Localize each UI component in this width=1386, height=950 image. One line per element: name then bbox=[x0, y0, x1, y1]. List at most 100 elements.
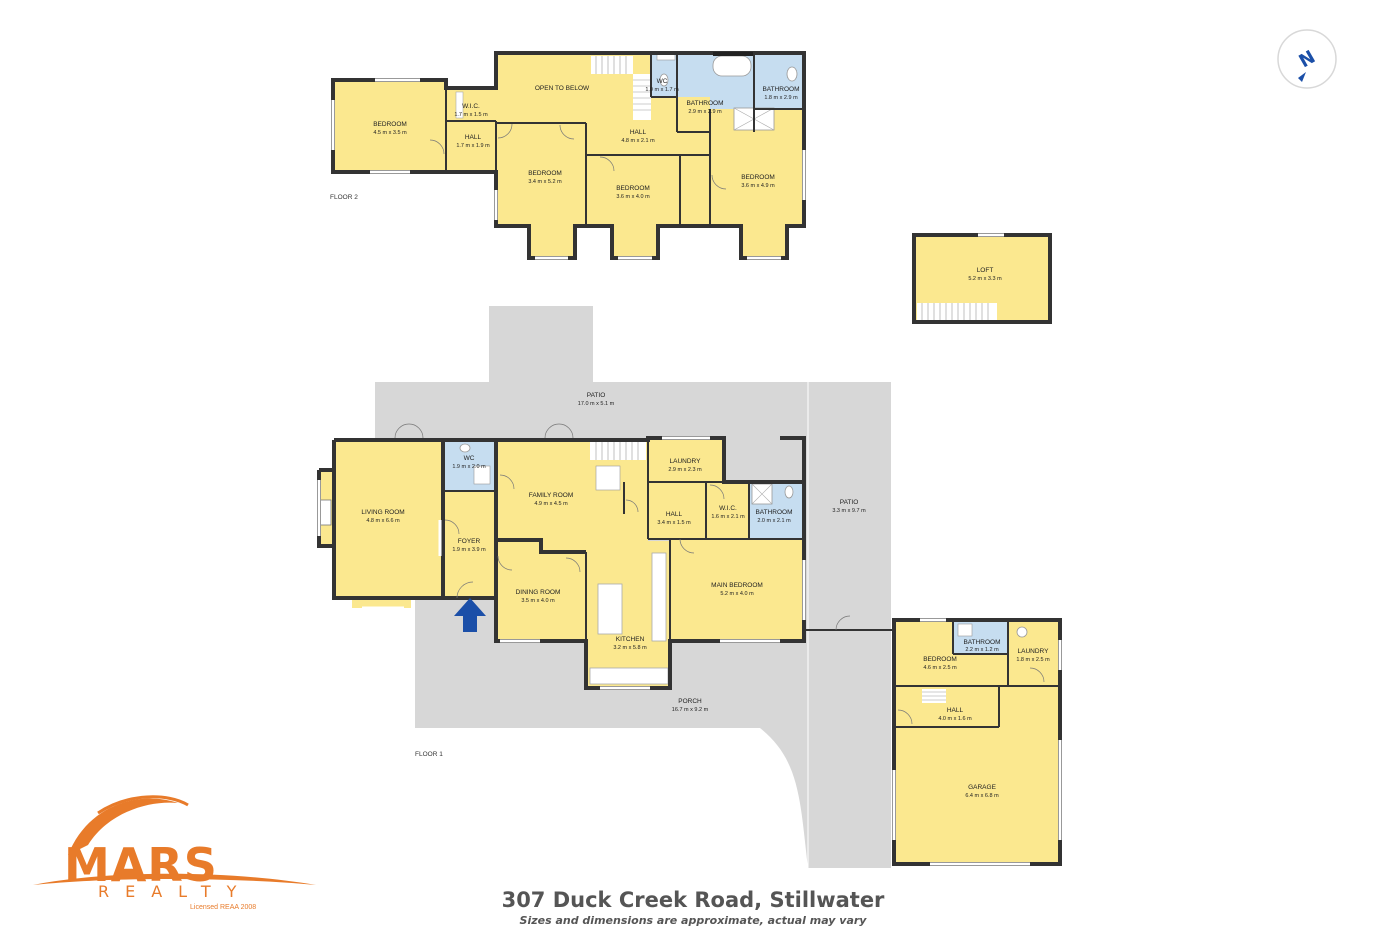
room-living bbox=[334, 440, 443, 598]
sink-icon bbox=[473, 465, 491, 485]
room-name: FOYER bbox=[458, 538, 481, 545]
room-dimensions: 3.6 m x 4.0 m bbox=[616, 194, 650, 200]
room-dining bbox=[496, 541, 586, 641]
room-name: DINING ROOM bbox=[516, 589, 561, 596]
room-name: BATHROOM bbox=[686, 100, 723, 107]
kitchen-counter bbox=[589, 667, 669, 685]
room-laundry bbox=[648, 438, 724, 482]
kitchen-island bbox=[597, 583, 623, 635]
room-hall bbox=[648, 482, 706, 539]
room-dimensions: 4.6 m x 2.5 m bbox=[923, 665, 957, 671]
room-name: LAUNDRY bbox=[670, 458, 702, 465]
room-name: BEDROOM bbox=[923, 656, 957, 663]
room-name: LOFT bbox=[977, 267, 994, 274]
room-name: MAIN BEDROOM bbox=[711, 582, 763, 589]
room-name: BEDROOM bbox=[373, 121, 407, 128]
room-dimensions: 17.0 m x 5.1 m bbox=[578, 401, 615, 407]
room-name: HALL bbox=[947, 707, 964, 714]
room-f2-bathroom-b bbox=[754, 53, 804, 109]
room-name: LAUNDRY bbox=[1018, 648, 1050, 655]
room-name: GARAGE bbox=[968, 784, 996, 791]
room-f2-bedroom-c bbox=[586, 155, 680, 226]
room-name: WC bbox=[464, 455, 475, 462]
room-dimensions: 4.0 m x 1.6 m bbox=[938, 716, 972, 722]
room-dimensions: 6.4 m x 6.8 m bbox=[965, 793, 999, 799]
fireplace-icon bbox=[319, 499, 332, 526]
toilet-icon bbox=[659, 73, 669, 87]
room-dimensions: 2.9 m x 2.9 m bbox=[688, 109, 722, 115]
kitchen-counter bbox=[651, 552, 667, 642]
room-name: LIVING ROOM bbox=[361, 509, 404, 516]
room-name: PORCH bbox=[678, 698, 702, 705]
floor-label: FLOOR 1 bbox=[415, 751, 443, 758]
room-living-bay-b bbox=[352, 598, 411, 608]
room-foyer bbox=[443, 491, 496, 598]
room-dimensions: 3.6 m x 4.9 m bbox=[741, 183, 775, 189]
floor-label: FLOOR 2 bbox=[330, 194, 358, 201]
room-name: KITCHEN bbox=[616, 636, 645, 643]
room-f2-bedroom-b bbox=[496, 123, 586, 226]
toilet-icon bbox=[786, 66, 798, 82]
room-wic bbox=[706, 482, 749, 539]
room-f2-hall-a bbox=[446, 121, 496, 172]
room-dimensions: 1.8 m x 2.5 m bbox=[1016, 657, 1050, 663]
room-dimensions: 4.5 m x 3.5 m bbox=[373, 130, 407, 136]
room-f2-bedroom-d-bay bbox=[741, 226, 787, 258]
room-name: FAMILY ROOM bbox=[529, 492, 574, 499]
toilet-icon bbox=[784, 485, 794, 499]
sink-icon bbox=[957, 623, 973, 637]
room-dimensions: 2.9 m x 2.3 m bbox=[668, 467, 702, 473]
room-dimensions: 5.2 m x 4.0 m bbox=[720, 591, 754, 597]
room-name: BATHROOM bbox=[755, 509, 792, 516]
room-name: HALL bbox=[666, 511, 683, 518]
room-main-bedroom bbox=[670, 539, 804, 641]
room-dimensions: 2.2 m x 1.2 m bbox=[965, 647, 999, 653]
room-dimensions: 3.5 m x 4.0 m bbox=[521, 598, 555, 604]
room-name: BEDROOM bbox=[528, 170, 562, 177]
room-name: PATIO bbox=[840, 499, 859, 506]
logo-licence: Licensed REAA 2008 bbox=[190, 904, 257, 911]
room-dimensions: 5.2 m x 3.3 m bbox=[968, 276, 1002, 282]
mars-realty-logo bbox=[33, 795, 316, 885]
room-name: OPEN TO BELOW bbox=[535, 85, 590, 92]
room-f2-closet bbox=[680, 155, 710, 226]
room-name: BATHROOM bbox=[762, 86, 799, 93]
room-dimensions: 16.7 m x 9.2 m bbox=[672, 707, 709, 713]
shelf-icon bbox=[455, 91, 464, 119]
chimney bbox=[713, 52, 753, 56]
room-dimensions: 1.9 m x 2.0 m bbox=[452, 464, 486, 470]
room-f2-bedroom-a bbox=[333, 80, 446, 172]
disclaimer: Sizes and dimensions are approximate, ac… bbox=[519, 914, 867, 927]
room-name: PATIO bbox=[587, 392, 606, 399]
floor-2: BEDROOM 4.5 m x 3.5 m W.I.C. 1.7 m x 1.5… bbox=[330, 51, 806, 260]
property-address: 307 Duck Creek Road, Stillwater bbox=[501, 888, 885, 912]
room-f2-bedroom-b-bay bbox=[529, 226, 575, 258]
room-dimensions: 4.8 m x 2.1 m bbox=[621, 138, 655, 144]
room-dimensions: 3.4 m x 5.2 m bbox=[528, 179, 562, 185]
logo-subtitle: REALTY bbox=[98, 882, 253, 901]
room-name: W.I.C. bbox=[719, 505, 737, 512]
logo-swoosh-icon bbox=[33, 873, 316, 885]
floor-1: PATIO 17.0 m x 5.1 m PATIO 3.3 m x 9.7 m… bbox=[317, 306, 1062, 868]
room-name: WC bbox=[657, 78, 668, 85]
f2-stairs bbox=[591, 56, 651, 120]
sink-icon bbox=[1016, 626, 1028, 638]
room-dimensions: 1.8 m x 2.9 m bbox=[764, 95, 798, 101]
room-dimensions: 2.0 m x 2.1 m bbox=[757, 518, 791, 524]
room-name: BEDROOM bbox=[741, 174, 775, 181]
compass-icon: N bbox=[1277, 29, 1337, 89]
room-dimensions: 4.8 m x 6.6 m bbox=[366, 518, 400, 524]
room-hall-closet bbox=[624, 482, 648, 514]
room-dimensions: 3.4 m x 1.5 m bbox=[657, 520, 691, 526]
room-name: W.I.C. bbox=[462, 103, 480, 110]
room-dimensions: 1.9 m x 3.9 m bbox=[452, 547, 486, 553]
loft: LOFT 5.2 m x 3.3 m bbox=[912, 233, 1052, 324]
logo-arc-icon bbox=[68, 798, 178, 855]
room-name: HALL bbox=[630, 129, 647, 136]
room-f2-wic bbox=[446, 88, 496, 121]
toilet-icon bbox=[459, 443, 471, 453]
room-name: HALL bbox=[465, 134, 482, 141]
f1-stairs bbox=[590, 440, 646, 491]
room-name: BATHROOM bbox=[963, 639, 1000, 646]
